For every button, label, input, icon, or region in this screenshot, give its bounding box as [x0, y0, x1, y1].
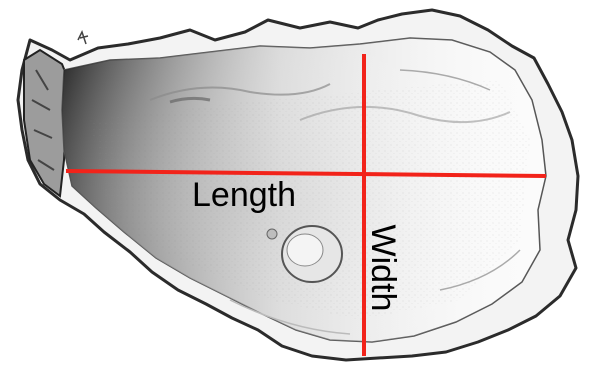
width-label: Width — [366, 225, 400, 312]
length-label: Length — [192, 178, 296, 212]
